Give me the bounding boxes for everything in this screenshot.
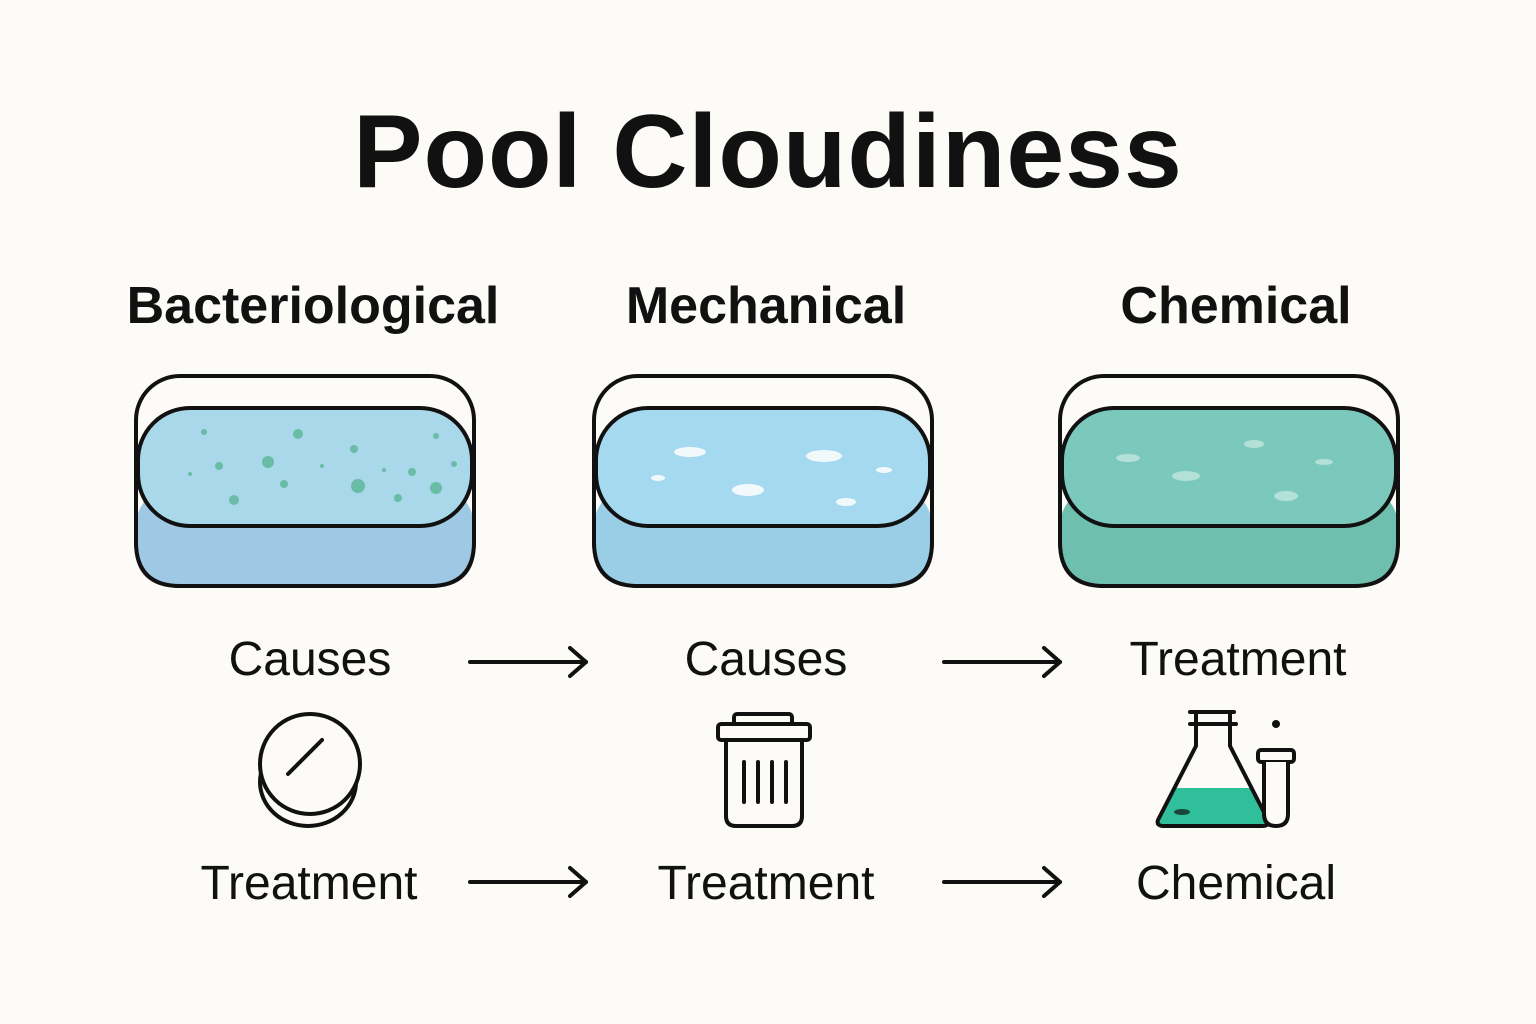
bacteriological-top-label: Causes [228,633,392,686]
mechanical-top-label: Causes [684,633,848,686]
heading-bacteriological: Bacteriological [126,277,500,335]
arrow-right-icon [940,862,1068,902]
mechanical-bottom-label: Treatment [657,857,875,910]
pool-bacteriological [134,374,480,592]
arrow-right-icon [466,642,594,682]
page-title: Pool Cloudiness [353,94,1183,210]
chemical-bottom-label: Chemical [1135,857,1337,910]
chemical-top-label: Treatment [1129,633,1347,686]
arrow-right-icon [940,642,1068,682]
flask-icon [1150,704,1302,834]
heading-chemical: Chemical [1120,277,1352,335]
pool-chemical [1058,374,1404,592]
tablet-icon [254,708,366,832]
bacteriological-bottom-label: Treatment [200,857,418,910]
heading-mechanical: Mechanical [625,277,907,335]
trash-bin-icon [712,710,816,832]
pool-mechanical [592,374,938,592]
arrow-right-icon [466,862,594,902]
